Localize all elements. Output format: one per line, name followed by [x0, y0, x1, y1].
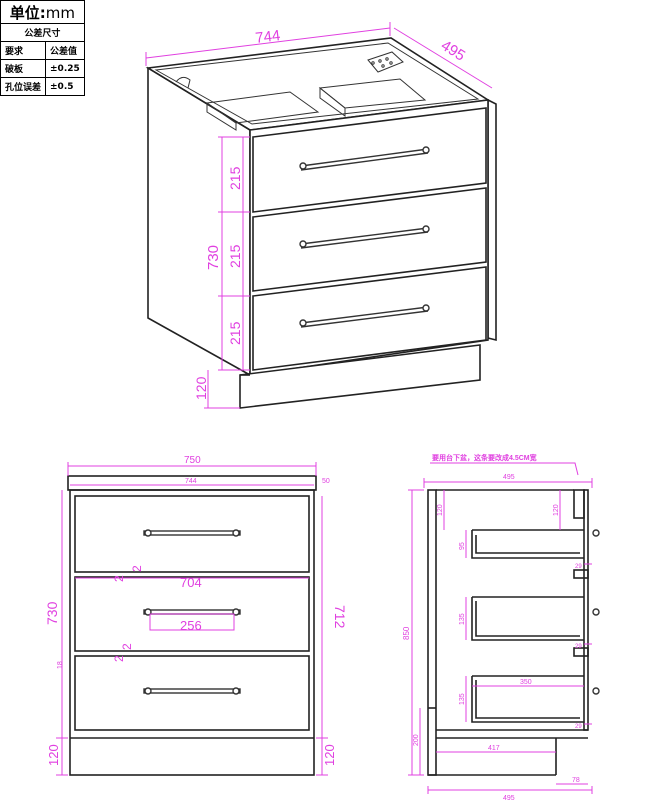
iso-drawer-label: 215: [227, 166, 243, 190]
side-note: 要用台下盆，这条要改成4.5CM宽: [432, 453, 537, 462]
side-drawer-gap: 29: [575, 644, 582, 650]
col-value-header: 公差值: [45, 41, 85, 60]
side-total-height: 850: [402, 626, 411, 640]
front-inner-width: 744: [185, 478, 197, 485]
unit-value: mm: [45, 3, 75, 22]
side-bottom-depth: 495: [503, 795, 515, 802]
front-side-label: 18: [57, 661, 64, 669]
iso-drawer-label: 215: [227, 244, 243, 268]
iso-inner-box-right-side: [319, 86, 346, 117]
side-rail-1: [573, 569, 589, 579]
unit-cell: 单位:mm: [0, 0, 85, 24]
side-drawer-height: 135: [459, 693, 466, 705]
side-drawer-gap: 29: [575, 724, 582, 730]
iso-plinth: [239, 344, 481, 409]
side-back-rail: [573, 489, 585, 519]
front-handle-1: [143, 529, 241, 537]
side-view: [408, 462, 600, 794]
side-drawer-height: 135: [459, 613, 466, 625]
front-handle-3: [143, 687, 241, 695]
front-plinth-left: 120: [46, 744, 61, 766]
front-gap-label: 2: [112, 655, 126, 662]
iso-handle-3: [299, 304, 430, 328]
side-knob-3: [592, 687, 600, 695]
iso-handle-1: [299, 146, 430, 171]
front-dimensions: [56, 462, 328, 776]
side-plinth-depth: 417: [488, 745, 500, 752]
side-plinth-height: 200: [413, 734, 420, 746]
isometric-view: [145, 22, 497, 409]
front-carcass: [69, 489, 315, 776]
iso-drawer-1: [252, 107, 487, 213]
side-back-rail: 120: [553, 504, 560, 516]
side-dimensions: [408, 462, 593, 794]
front-handle-spacing: 256: [180, 618, 202, 633]
iso-dimensions: [145, 22, 493, 409]
iso-width-label: 744: [254, 27, 281, 47]
side-drawer-2: [471, 596, 584, 641]
iso-height-label: 730: [205, 245, 222, 270]
iso-inner-box-left-side: [206, 102, 237, 131]
side-rail-2: [573, 647, 589, 657]
side-top-depth: 495: [503, 474, 515, 481]
iso-top-inner: [154, 42, 480, 125]
dimension-labels: 744 495 730 215 215 215 120 750 744 50 7…: [44, 27, 582, 802]
side-drawer-height: 95: [459, 542, 466, 550]
front-view: [56, 462, 328, 776]
row-item: 孔位误差: [0, 77, 47, 96]
unit-label: 单位:: [9, 3, 46, 22]
iso-inner-box-right: [318, 78, 427, 109]
side-slide-depth: 350: [520, 679, 532, 686]
front-gap-label: 2: [130, 565, 144, 572]
side-drawer-1: [471, 529, 584, 559]
side-top-rail: 120: [437, 504, 444, 516]
side-knob-1: [592, 529, 600, 537]
side-drawer-3: [471, 675, 584, 723]
front-top-gap: 50: [322, 478, 330, 485]
side-knob-2: [592, 608, 600, 616]
iso-plinth-label: 120: [193, 376, 209, 400]
side-toe-recess: 78: [572, 777, 580, 784]
spec-table: 单位:mm 公差尺寸 要求公差值 破板±0.25 孔位误差±0.5: [0, 0, 85, 96]
iso-left-bracket: [175, 76, 191, 89]
iso-handle-2: [299, 225, 430, 249]
iso-right-side: [487, 98, 497, 342]
front-inner-height: 712: [332, 605, 348, 629]
front-drawer-width: 704: [180, 575, 202, 590]
side-drawer-gap: 29: [575, 564, 582, 570]
front-gap-label: 2: [112, 575, 126, 582]
iso-depth-label: 495: [438, 37, 468, 65]
front-plinth-right: 120: [322, 744, 337, 766]
side-back-panel: [583, 489, 589, 731]
iso-corner-bracket: [367, 51, 404, 73]
front-overall-width: 750: [184, 455, 201, 466]
row-item: 破板: [0, 59, 47, 78]
iso-drawer-label: 215: [227, 321, 243, 345]
front-gap-label: 2: [120, 643, 134, 650]
side-front-panel: [427, 489, 437, 776]
row-value: ±0.5: [45, 77, 85, 96]
front-height-label: 730: [44, 601, 60, 625]
